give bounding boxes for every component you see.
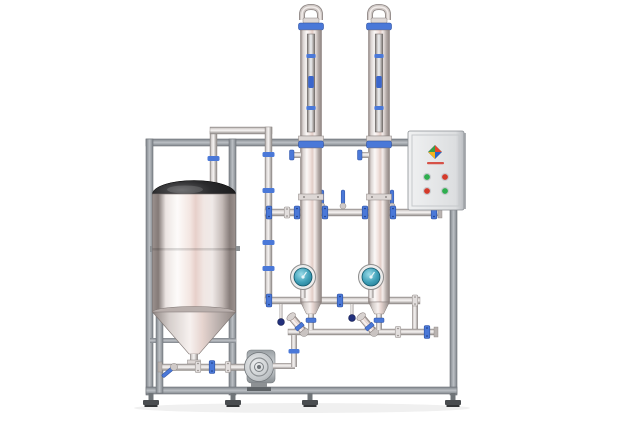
indicator-light: [424, 174, 430, 180]
leveling-foot: [302, 393, 318, 407]
tri-clamp: [361, 205, 369, 220]
ground-shadow: [134, 403, 470, 413]
frame-left-post: [145, 138, 154, 396]
pump-hub: [257, 365, 261, 369]
pump-spiral: [249, 357, 269, 377]
sample-valve-knob: [277, 318, 285, 326]
pipe-clamp: [262, 188, 275, 193]
tank-cone: [151, 311, 237, 355]
pump-base: [247, 387, 271, 391]
pump-assembly: [157, 335, 300, 391]
top-header-pipe: [209, 126, 273, 135]
weld-band: [152, 248, 236, 251]
down-stub: [412, 304, 418, 332]
pipe-end-cap: [433, 326, 439, 338]
membrane-column-1: [290, 7, 324, 330]
frame-bottom-rail: [145, 386, 458, 395]
tri-clamp: [224, 361, 232, 373]
panel-box: [407, 130, 465, 211]
indicator-light: [424, 188, 430, 194]
drain-line: [284, 310, 439, 339]
valve-handle: [339, 189, 347, 210]
sample-valve-knob: [348, 314, 356, 322]
pipe-clamp: [262, 152, 275, 157]
panel-door-seam: [411, 134, 460, 207]
membrane-column-2: [358, 7, 392, 330]
brand-logo-icon: [427, 144, 443, 160]
lower-manifold: [264, 293, 421, 332]
tri-clamp: [265, 293, 273, 308]
control-panel: [407, 130, 466, 211]
pump-pedestal: [251, 383, 267, 388]
tri-clamp: [394, 326, 402, 338]
tri-clamp: [194, 361, 202, 373]
butterfly-valve: [161, 363, 178, 378]
pump-spiral-inner: [254, 362, 264, 372]
indicator-light: [442, 174, 448, 180]
tri-clamp: [293, 205, 301, 220]
indicator-light: [442, 188, 448, 194]
sample-stub: [279, 304, 283, 320]
tri-clamp: [336, 293, 344, 308]
tri-clamp: [208, 360, 216, 374]
pipe-clamp: [262, 240, 275, 245]
tri-clamp: [423, 325, 431, 339]
panel-brand-mark: [427, 162, 444, 165]
pipe-clamp: [207, 156, 220, 161]
tri-clamp: [389, 205, 397, 220]
tri-clamp: [321, 205, 329, 220]
tri-clamp: [283, 206, 291, 219]
dome-highlight: [167, 185, 203, 194]
tri-clamp: [265, 205, 273, 220]
tank-assembly: [150, 180, 240, 394]
tri-clamp: [411, 294, 419, 307]
pipe-clamp: [262, 266, 275, 271]
sample-stub: [350, 304, 354, 316]
pipe-end-cap: [157, 361, 163, 373]
tank-outlet: [190, 354, 198, 362]
leveling-foot: [225, 393, 241, 407]
leveling-foot: [143, 393, 159, 407]
leveling-foot: [445, 393, 461, 407]
discharge-pipe: [273, 363, 295, 369]
pipe-clamp: [288, 349, 300, 354]
tank-shell: [152, 193, 236, 313]
indicator-lights: [422, 172, 450, 196]
